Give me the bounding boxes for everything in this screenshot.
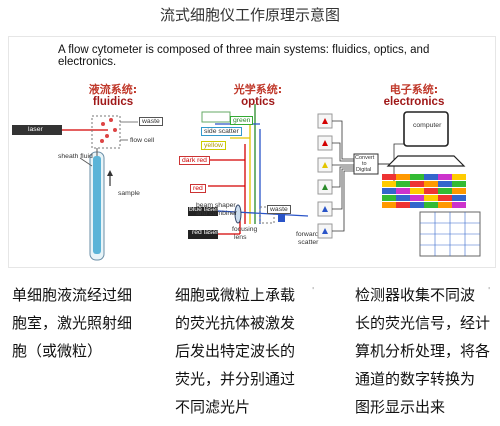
caption-line: 不同滤光片 (175, 398, 251, 416)
blue-laser-label: blue laser (189, 206, 219, 213)
red-laser-box (188, 230, 218, 239)
blue-laser-box (188, 207, 218, 216)
red-label: red (190, 184, 206, 193)
caption-line: 单细胞液流经过细 (12, 286, 133, 304)
forward-label-1: forward (296, 231, 319, 238)
caption-line: 检测器收集不同波 (355, 286, 476, 304)
fluidics-heading-zh: 液流系统: (88, 83, 138, 96)
page-title: 流式细胞仪工作原理示意图 (159, 6, 340, 24)
converter-box (353, 153, 379, 175)
converter-label-1: Convert (355, 155, 375, 161)
electronics-heading: 电子系统: electronics (374, 81, 454, 108)
green-label: green (230, 116, 254, 125)
beam-shaper-label-1: beam shaper (196, 202, 236, 209)
keyboard-icon (386, 155, 466, 167)
caption-line: 胞（或微粒） (12, 342, 103, 360)
flow-cytometer-diagram (8, 36, 496, 268)
optics-heading-en: optics (241, 96, 275, 108)
cell-dot (100, 139, 104, 143)
dark-red-label: dark red (179, 156, 210, 165)
optics-caption: 细胞或微粒上承载 的荧光抗体被激发 后发出特定波长的 荧光，并分别通过 不同滤光… (175, 281, 295, 421)
cell-dot (113, 128, 117, 132)
caption-line: 荧光，并分别通过 (175, 370, 296, 388)
computer-monitor (403, 111, 449, 147)
blue-laser-beam (217, 210, 309, 217)
sample-label: sample (118, 190, 140, 197)
forward-scatter-detector (278, 214, 285, 222)
signal-wires (332, 120, 404, 232)
mark-mid: ' (312, 286, 315, 295)
laser-label: laser (28, 126, 43, 133)
optics-flow-cell (259, 206, 275, 224)
heatmap-grid (382, 174, 466, 208)
focusing-lens (234, 204, 242, 224)
intro-text: A flow cytometer is composed of three ma… (58, 44, 430, 68)
converter-label-3: Digital (356, 167, 372, 173)
caption-line: 的荧光抗体被激发 (175, 314, 296, 332)
converter-label-2: to (362, 161, 367, 167)
red-laser-label: red laser (192, 229, 219, 236)
cell-dot (101, 122, 105, 126)
fluidics-caption: 单细胞液流经过细 胞室，激光照射细 胞（或微粒） (12, 281, 132, 365)
optics-heading: 光学系统: optics (218, 81, 298, 108)
flow-arrow-head (107, 170, 113, 176)
focusing-label-2: lens (234, 234, 247, 241)
caption-line: 胞室，激光照射细 (12, 314, 133, 332)
electronics-caption: 检测器收集不同波 长的荧光信号，经计 算机分析处理，将各 通道的数字转换为 图形… (355, 281, 490, 421)
electronics-heading-en: electronics (383, 96, 445, 108)
forward-label-2: scatter (298, 239, 319, 246)
flow-cell-label: flow cell (130, 137, 155, 144)
mark-right: ' (488, 286, 491, 295)
caption-line: 算机分析处理，将各 (355, 342, 491, 360)
cell-dot (105, 134, 109, 138)
cell-dot (109, 118, 113, 122)
fluidics-drawing (12, 115, 138, 261)
waste-label: waste (139, 117, 163, 126)
detector-column (317, 113, 333, 239)
electronics-drawing (317, 111, 481, 257)
sample-core (93, 156, 101, 254)
sheath-fluid-label: sheath fluid (58, 153, 93, 160)
optics-waste-label: waste (267, 205, 291, 214)
caption-line: 后发出特定波长的 (175, 342, 296, 360)
flow-cell-frame (91, 115, 121, 149)
computer-label: computer (413, 122, 442, 129)
optics-heading-zh: 光学系统: (233, 83, 283, 96)
sheath-pointer (79, 157, 93, 167)
laser-box (12, 125, 62, 135)
caption-line: 细胞或微粒上承载 (175, 286, 296, 304)
scatter-plot-grid (419, 211, 481, 257)
fluidics-heading: 液流系统: fluidics (78, 81, 148, 108)
fluidics-heading-en: fluidics (92, 96, 134, 108)
electronics-heading-zh: 电子系统: (389, 83, 439, 96)
green-filter (201, 111, 231, 123)
yellow-label: yellow (201, 141, 226, 150)
side-scatter-label: side scatter (201, 127, 242, 136)
focusing-label-1: focusing (232, 226, 258, 233)
beam-shaper-label-2: and combiner (196, 210, 238, 217)
caption-line: 图形显示出来 (355, 398, 446, 416)
optics-drawing (188, 104, 309, 239)
caption-line: 通道的数字转换为 (355, 370, 476, 388)
caption-line: 长的荧光信号，经计 (355, 314, 491, 332)
